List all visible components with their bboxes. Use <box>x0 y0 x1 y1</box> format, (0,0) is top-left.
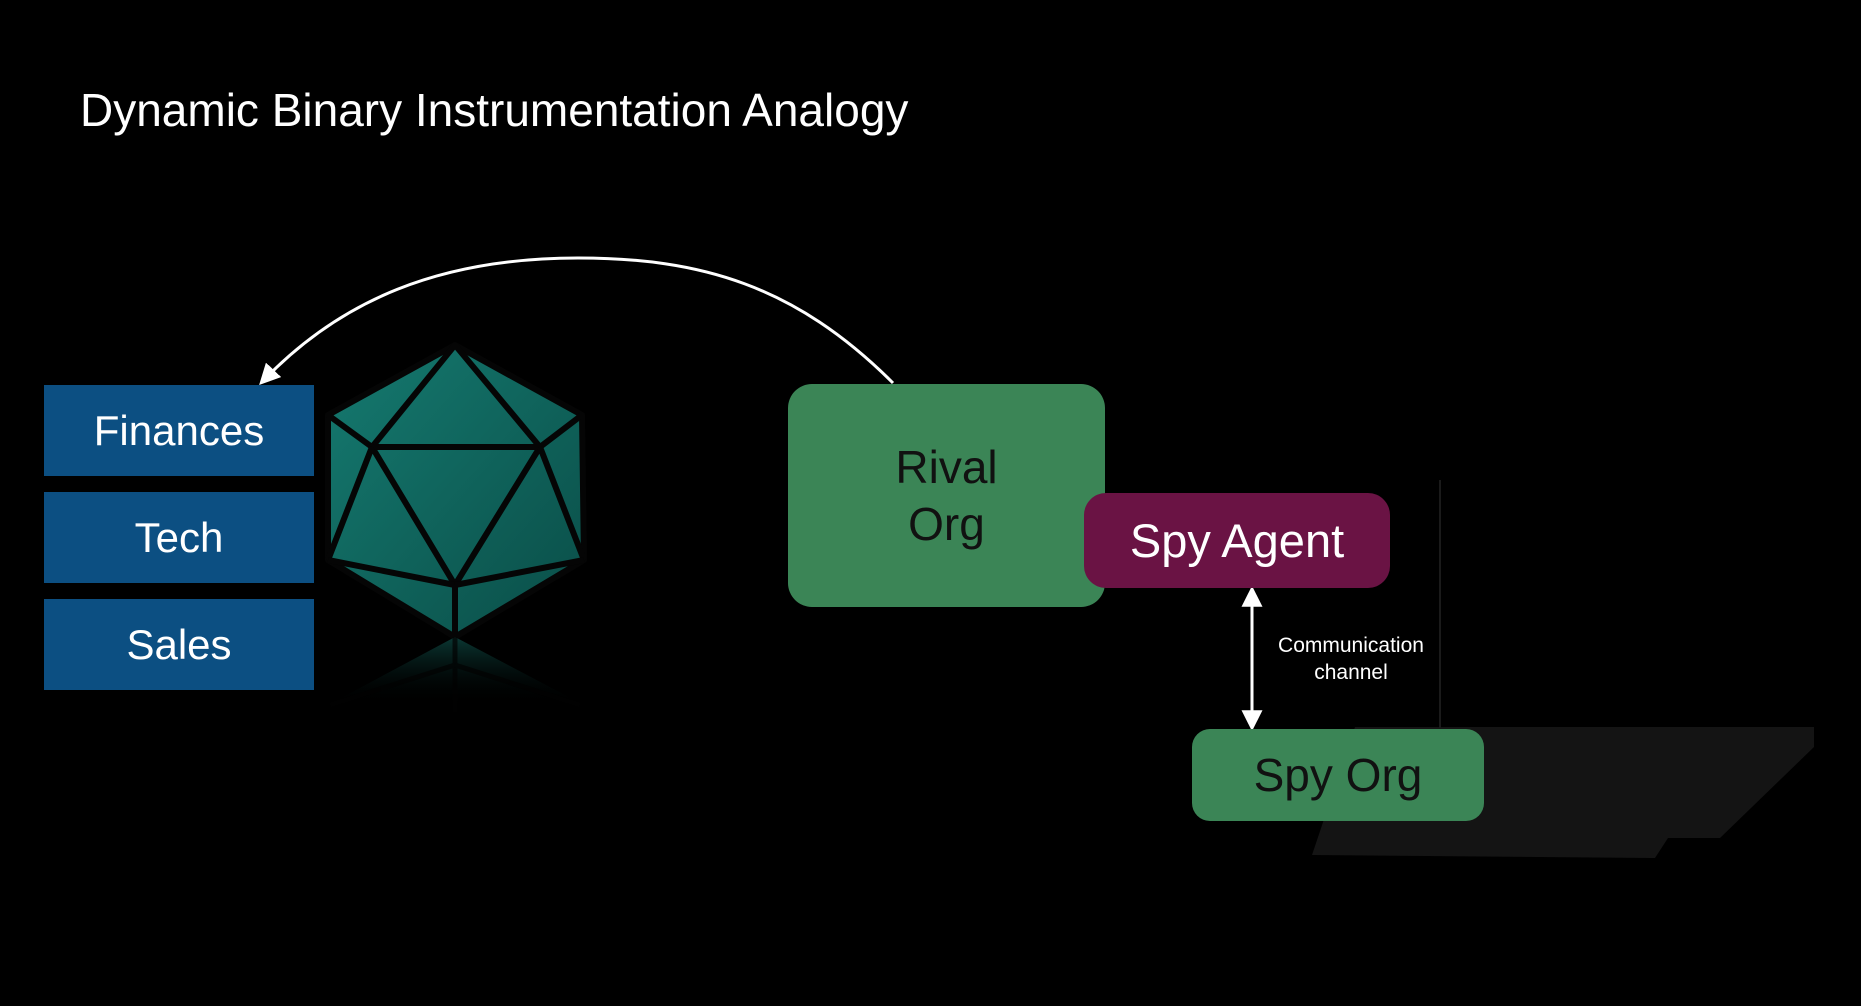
spy-org-label: Spy Org <box>1253 749 1423 801</box>
spy-agent-label: Spy Agent <box>1129 514 1345 567</box>
channel-label-line2: channel <box>1314 661 1388 684</box>
rival-org-label-line1: Rival <box>895 440 998 493</box>
curved-arrow-icon <box>259 256 895 386</box>
finances-label: Finances <box>93 406 265 454</box>
rival-org-label-line2: Org <box>908 497 985 550</box>
sales-label: Sales <box>126 620 232 668</box>
spy-agent-box: Spy Agent <box>1084 493 1390 588</box>
rival-org-box: Rival Org <box>788 384 1105 607</box>
tech-label: Tech <box>134 513 224 561</box>
finances-box: Finances <box>44 385 314 476</box>
slide-title: Dynamic Binary Instrumentation Analogy <box>80 84 909 136</box>
spy-org-box: Spy Org <box>1192 729 1484 821</box>
icosahedron-icon <box>325 342 587 640</box>
sales-box: Sales <box>44 599 314 690</box>
tech-box: Tech <box>44 492 314 583</box>
communication-channel-label: Communication channel <box>1262 632 1440 686</box>
channel-label-line1: Communication <box>1278 634 1424 657</box>
icosahedron-reflection <box>328 637 584 712</box>
